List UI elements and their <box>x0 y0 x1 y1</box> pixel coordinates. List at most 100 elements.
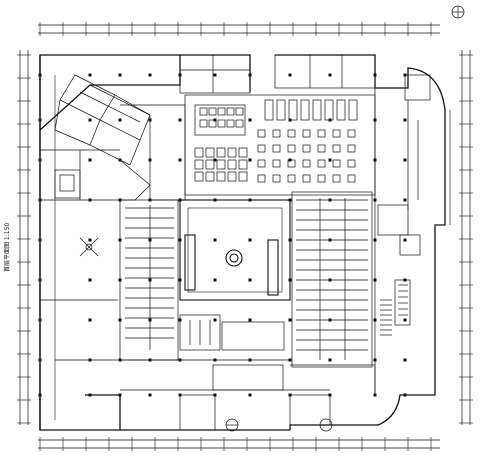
column <box>373 118 377 122</box>
display-stand <box>302 159 311 168</box>
display-stand <box>317 174 326 183</box>
fixture-box <box>336 99 346 121</box>
column <box>38 393 42 397</box>
column <box>178 318 182 322</box>
column <box>38 73 42 77</box>
fixture-box <box>324 99 334 121</box>
column <box>178 358 182 362</box>
column <box>213 198 217 202</box>
dimension-lines <box>17 22 473 451</box>
right-shelving <box>291 191 373 368</box>
fixture-box <box>300 99 310 121</box>
column <box>248 278 252 282</box>
column <box>38 238 42 242</box>
display-stand <box>347 174 356 183</box>
fixture-box <box>227 171 237 182</box>
fixture-box <box>194 147 204 158</box>
fixture-box <box>216 159 226 170</box>
fixture-box <box>226 107 235 116</box>
column <box>178 158 182 162</box>
fixture-box <box>238 147 248 158</box>
column <box>178 278 182 282</box>
column <box>118 238 122 242</box>
display-stand <box>302 174 311 183</box>
column <box>88 318 92 322</box>
column <box>148 198 152 202</box>
column <box>403 318 407 322</box>
column <box>328 73 332 77</box>
right-wing <box>374 74 431 395</box>
column <box>288 73 292 77</box>
column <box>88 73 92 77</box>
fixture-box <box>216 171 226 182</box>
column <box>38 358 42 362</box>
column <box>213 238 217 242</box>
column <box>148 318 152 322</box>
column <box>213 278 217 282</box>
column <box>88 358 92 362</box>
display-stand <box>272 159 281 168</box>
column <box>328 158 332 162</box>
column <box>118 73 122 77</box>
display-stand <box>302 144 311 153</box>
column <box>403 358 407 362</box>
fixture-box <box>194 159 204 170</box>
column <box>328 278 332 282</box>
display-stand <box>332 144 341 153</box>
column <box>88 118 92 122</box>
column <box>373 393 377 397</box>
fixture-box <box>216 147 226 158</box>
column <box>248 198 252 202</box>
column <box>118 158 122 162</box>
column <box>403 198 407 202</box>
column <box>248 73 252 77</box>
fixture-box <box>199 107 208 116</box>
display-stand <box>272 174 281 183</box>
column <box>178 118 182 122</box>
column <box>118 198 122 202</box>
column <box>248 118 252 122</box>
fixture-box <box>205 159 215 170</box>
fixture-box <box>276 99 286 121</box>
display-stand <box>257 144 266 153</box>
display-stand <box>317 144 326 153</box>
scale-label: 首层平面图 1:150 <box>4 222 11 272</box>
column <box>288 393 292 397</box>
column <box>373 198 377 202</box>
column <box>403 158 407 162</box>
column <box>148 118 152 122</box>
left-wing-rooms <box>40 74 186 361</box>
left-shelving <box>119 199 179 361</box>
fixture-box <box>235 119 244 128</box>
column <box>373 158 377 162</box>
column <box>178 198 182 202</box>
display-stand <box>257 129 266 138</box>
fixture-box <box>227 147 237 158</box>
column <box>288 358 292 362</box>
display-stand <box>257 159 266 168</box>
fixture-box <box>208 119 217 128</box>
column <box>118 358 122 362</box>
column <box>88 278 92 282</box>
column <box>288 318 292 322</box>
column <box>328 318 332 322</box>
column <box>118 318 122 322</box>
column <box>288 278 292 282</box>
column <box>148 158 152 162</box>
column <box>213 118 217 122</box>
outer-walls <box>39 54 451 431</box>
fixture-box <box>208 107 217 116</box>
column <box>38 198 42 202</box>
column <box>88 238 92 242</box>
column <box>213 73 217 77</box>
fixture-box <box>312 99 322 121</box>
top-center-area <box>184 94 376 196</box>
north-arrow-icon <box>451 5 465 19</box>
structural-columns <box>38 73 407 397</box>
column <box>38 158 42 162</box>
column <box>328 393 332 397</box>
column <box>328 118 332 122</box>
fixture-box <box>226 119 235 128</box>
display-stand <box>272 129 281 138</box>
